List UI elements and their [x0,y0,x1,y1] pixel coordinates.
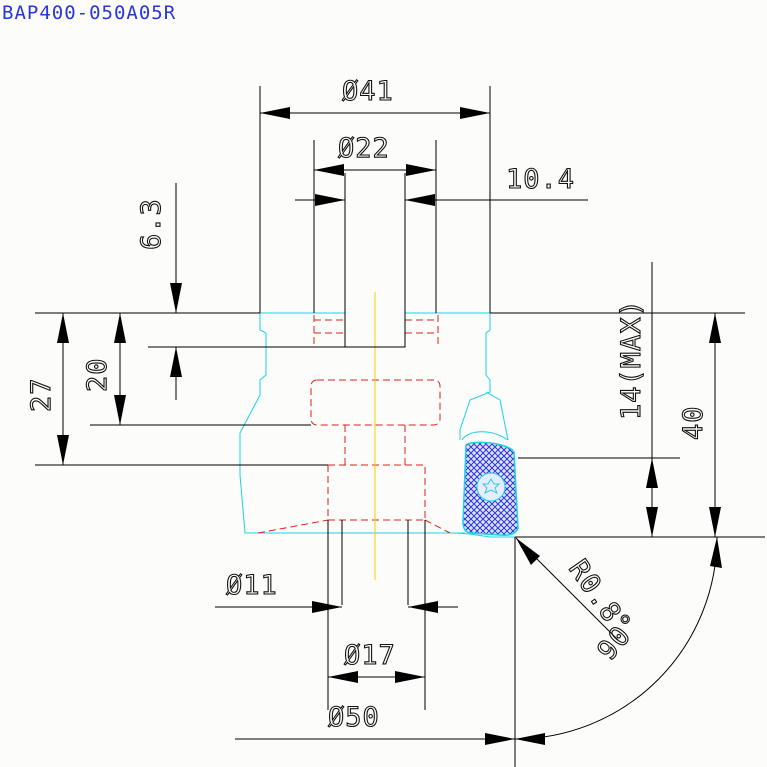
dim-14-max: 14(MAX) [518,262,680,537]
dim-d41: Ø41 [259,75,491,313]
dim-d22-label: Ø22 [338,133,390,164]
dim-d17: Ø17 [327,520,426,710]
cutting-insert [462,441,519,536]
drawing-title: BAP400-050A05R [2,2,176,24]
dim-6-3: 6.3 [135,183,345,400]
insert-screw-icon [476,472,506,502]
dim-d50-label: Ø50 [328,702,380,733]
dim-angle: 90° [235,536,722,767]
dim-40: 40 [677,313,721,537]
dim-10-4-label: 10.4 [506,164,575,195]
dim-27: 27 [25,313,328,466]
hidden-lines [257,315,451,534]
dim-27-label: 27 [26,377,57,412]
dim-14-max-label: 14(MAX) [616,299,647,420]
dim-d17-label: Ø17 [344,640,396,671]
dim-40-label: 40 [678,405,709,440]
dim-d11: Ø11 [215,569,458,613]
dim-20: 20 [81,313,311,426]
dim-10-4: 10.4 [295,163,588,206]
dim-d22: Ø22 [313,132,437,313]
bore-lines [341,173,409,605]
dim-d41-label: Ø41 [342,76,394,107]
dim-6-3-label: 6.3 [136,198,167,250]
dim-d11-label: Ø11 [226,570,278,601]
dim-20-label: 20 [82,357,113,392]
tool-body-outline [239,312,515,538]
